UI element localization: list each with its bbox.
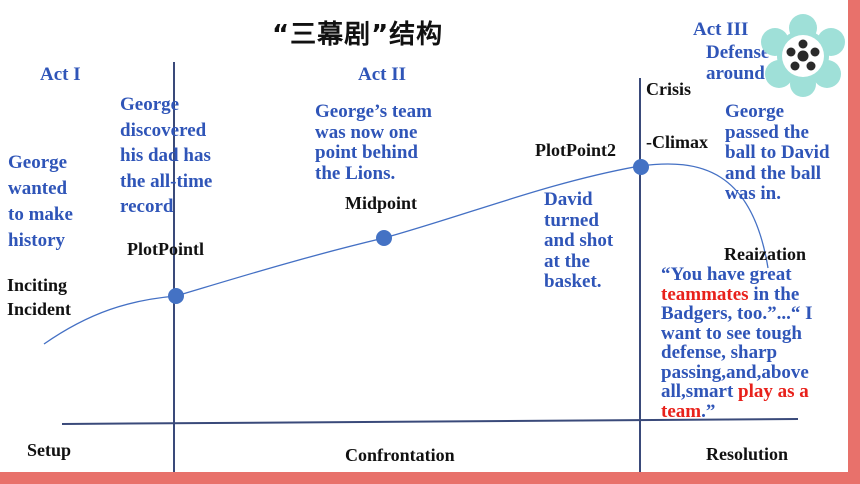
- climax-label: -Climax: [646, 132, 708, 152]
- george-passed-text: George passed the ball to David and the …: [725, 101, 830, 204]
- stage-confrontation-label: Confrontation: [345, 445, 455, 465]
- crisis-label: Crisis: [646, 79, 691, 99]
- george-discovered-text: George discovered his dad has the all-ti…: [120, 94, 213, 217]
- midpoint-marker: [376, 230, 392, 246]
- inciting-incident-label: Inciting Incident: [7, 275, 72, 319]
- team-behind-text: George’s team was now one point behind t…: [315, 101, 432, 184]
- quote-highlight-teammates: teammates: [661, 283, 749, 305]
- george-wanted-text: George wanted to make history: [8, 152, 73, 251]
- david-turned-text: David turned and shot at the basket.: [544, 189, 614, 292]
- act2-label: Act II: [358, 64, 407, 85]
- realization-label: Reaization: [724, 244, 806, 264]
- plot-diagram: [43, 62, 799, 472]
- quote-highlight-team: team: [661, 400, 702, 422]
- plotpoint2-label: PlotPoint2: [535, 140, 616, 160]
- act1-label: Act I: [40, 64, 81, 85]
- slide-title: “三幕剧”结构: [272, 20, 444, 50]
- act3-text: Defense around: [706, 42, 770, 84]
- plotpoint1-label: PlotPointl: [127, 239, 204, 259]
- stage-resolution-label: Resolution: [706, 444, 789, 464]
- quote-highlight-play: play as a: [738, 381, 809, 402]
- midpoint-label: Midpoint: [345, 193, 418, 213]
- plotpoint1-marker: [168, 288, 184, 304]
- act3-label: Act III: [693, 19, 749, 40]
- story-arc-curve: [43, 163, 769, 345]
- slide-card: “三幕剧”结构 Act I Act II Act III Defense aro…: [0, 0, 848, 472]
- stage-setup-label: Setup: [27, 440, 72, 460]
- flower-logo-icon: [761, 14, 845, 97]
- timeline-axis: [61, 418, 799, 425]
- realization-quote: “You have great teammates in the Badgers…: [661, 264, 813, 422]
- plotpoint2-marker: [633, 159, 649, 175]
